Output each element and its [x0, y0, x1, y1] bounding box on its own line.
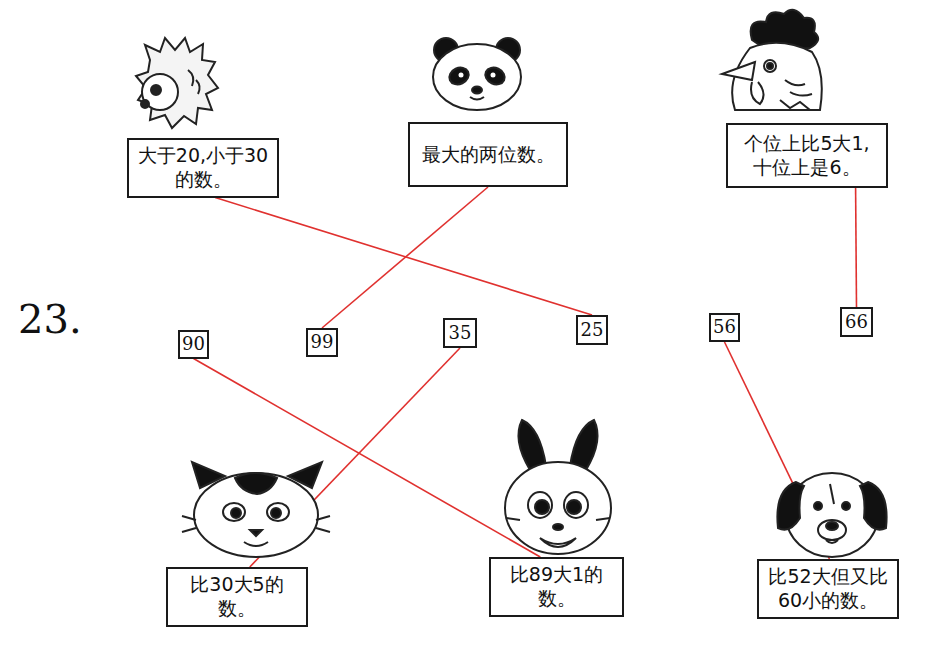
- number-box: 25: [576, 315, 608, 345]
- condition-box: 比30大5的数。: [166, 567, 308, 627]
- condition-box: 比52大但又比60小的数。: [757, 559, 899, 619]
- condition-box: 比89大1的数。: [489, 557, 624, 617]
- number-text: 25: [581, 319, 604, 342]
- condition-box: 个位上比5大1,十位上是6。: [726, 123, 888, 188]
- number-text: 90: [182, 333, 205, 356]
- number-text: 66: [845, 311, 868, 334]
- cat-head: [182, 462, 330, 557]
- condition-box: 大于20,小于30的数。: [127, 138, 279, 198]
- number-box: 56: [709, 313, 740, 342]
- match-line: [194, 359, 541, 558]
- condition-text: 比30大5的数。: [176, 573, 298, 621]
- rabbit-head: [505, 420, 611, 554]
- condition-box: 最大的两位数。: [408, 122, 568, 187]
- number-text: 56: [713, 316, 736, 339]
- number-box: 99: [306, 328, 338, 357]
- rooster-head: [722, 10, 822, 110]
- condition-text: 个位上比5大1,十位上是6。: [736, 132, 878, 180]
- number-box: 35: [443, 318, 477, 348]
- number-box: 90: [178, 330, 209, 359]
- number-text: 99: [311, 331, 334, 354]
- number-box: 66: [840, 307, 873, 337]
- dog-head: [777, 473, 886, 557]
- match-line: [855, 188, 858, 307]
- condition-text: 比89大1的数。: [499, 563, 614, 611]
- condition-text: 比52大但又比60小的数。: [767, 565, 889, 613]
- hedgehog-head: [136, 38, 218, 128]
- panda-head: [433, 38, 521, 110]
- number-text: 35: [449, 322, 472, 345]
- condition-text: 大于20,小于30的数。: [137, 144, 269, 192]
- match-line: [215, 198, 592, 316]
- match-line: [322, 187, 488, 328]
- question-number: 23.: [18, 296, 82, 342]
- condition-text: 最大的两位数。: [422, 143, 555, 167]
